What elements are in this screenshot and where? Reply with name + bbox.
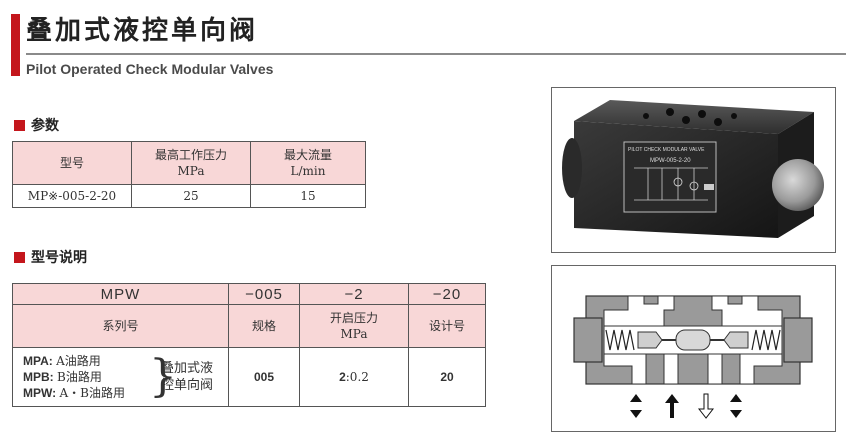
code-size: −005 [228,283,300,305]
params-header-flow: 最大流量 L/min [283,148,332,178]
series-desc: B油路用 [57,370,102,384]
title-divider [26,53,846,55]
label-pressure: 开启压力 MPa [299,304,409,348]
label-design: 设计号 [408,304,486,348]
params-pressure-value: 25 [131,184,251,208]
series-line: MPB: B油路用 [23,369,228,385]
page-title: 叠加式液控单向阀 [26,16,259,46]
params-model-value: MP※-005-2-20 [12,184,132,208]
series-desc: A・B油路用 [59,386,125,400]
section-marker-icon [14,252,25,263]
series-code: MPW: [23,386,57,400]
series-line: MPA: A油路用 [23,353,228,369]
params-table: 型号 最高工作压力 MPa 最大流量 L/min MP※-005-2-20 25… [12,141,366,208]
model-table: MPW −005 −2 −20 系列号 规格 开启压力 MPa 设计号 MPA:… [12,283,486,407]
model-code-row: MPW −005 −2 −20 [12,283,486,305]
code-series: MPW [12,283,229,305]
section-diagram [551,265,836,432]
valve-section-icon [573,295,813,419]
series-code: MPB: [23,370,54,384]
value-pressure-code: 2 [339,370,346,384]
params-heading: 参数 [14,117,59,135]
value-design: 20 [408,347,486,407]
params-header-pressure: 最高工作压力 MPa [154,148,227,178]
valve-photo-icon: PILOT CHECK MODULAR VALVE MPW-005-2-20 [562,100,824,238]
params-header-cell: 最高工作压力 MPa [131,141,251,185]
params-header-cell: 最大流量 L/min [250,141,366,185]
label-size: 规格 [228,304,300,348]
value-pressure-mpa: :0.2 [345,370,369,384]
series-group-label: 叠加式液 控单向阀 [161,361,214,393]
value-pressure: 2:0.2 [299,347,409,407]
series-code: MPA: [23,354,53,368]
value-size: 005 [228,347,300,407]
label-series: 系列号 [12,304,229,348]
params-header-model: 型号 [59,156,84,170]
model-heading: 型号说明 [14,249,87,267]
section-marker-icon [14,120,25,131]
code-design: −20 [408,283,486,305]
model-heading-text: 型号说明 [31,250,87,266]
model-label-row: 系列号 规格 开启压力 MPa 设计号 [12,304,486,348]
params-heading-text: 参数 [31,118,59,134]
page-subtitle: Pilot Operated Check Modular Valves [26,61,274,77]
params-header-row: 型号 最高工作压力 MPa 最大流量 L/min [12,141,366,185]
params-data-row: MP※-005-2-20 25 15 [12,184,366,208]
params-header-cell: 型号 [12,141,132,185]
brace-icon: } [149,351,177,402]
model-value-row: MPA: A油路用 MPB: B油路用 MPW: A・B油路用 } 叠加式液 控… [12,347,486,407]
series-line: MPW: A・B油路用 [23,385,228,401]
plate-title: PILOT CHECK MODULAR VALVE [628,147,705,153]
params-flow-value: 15 [250,184,366,208]
title-accent-bar [11,14,20,76]
code-pressure: −2 [299,283,409,305]
plate-model: MPW-005-2-20 [650,158,691,164]
series-desc: A油路用 [56,354,101,368]
series-options: MPA: A油路用 MPB: B油路用 MPW: A・B油路用 } 叠加式液 控… [12,347,229,407]
product-photo: PILOT CHECK MODULAR VALVE MPW-005-2-20 [551,87,836,253]
